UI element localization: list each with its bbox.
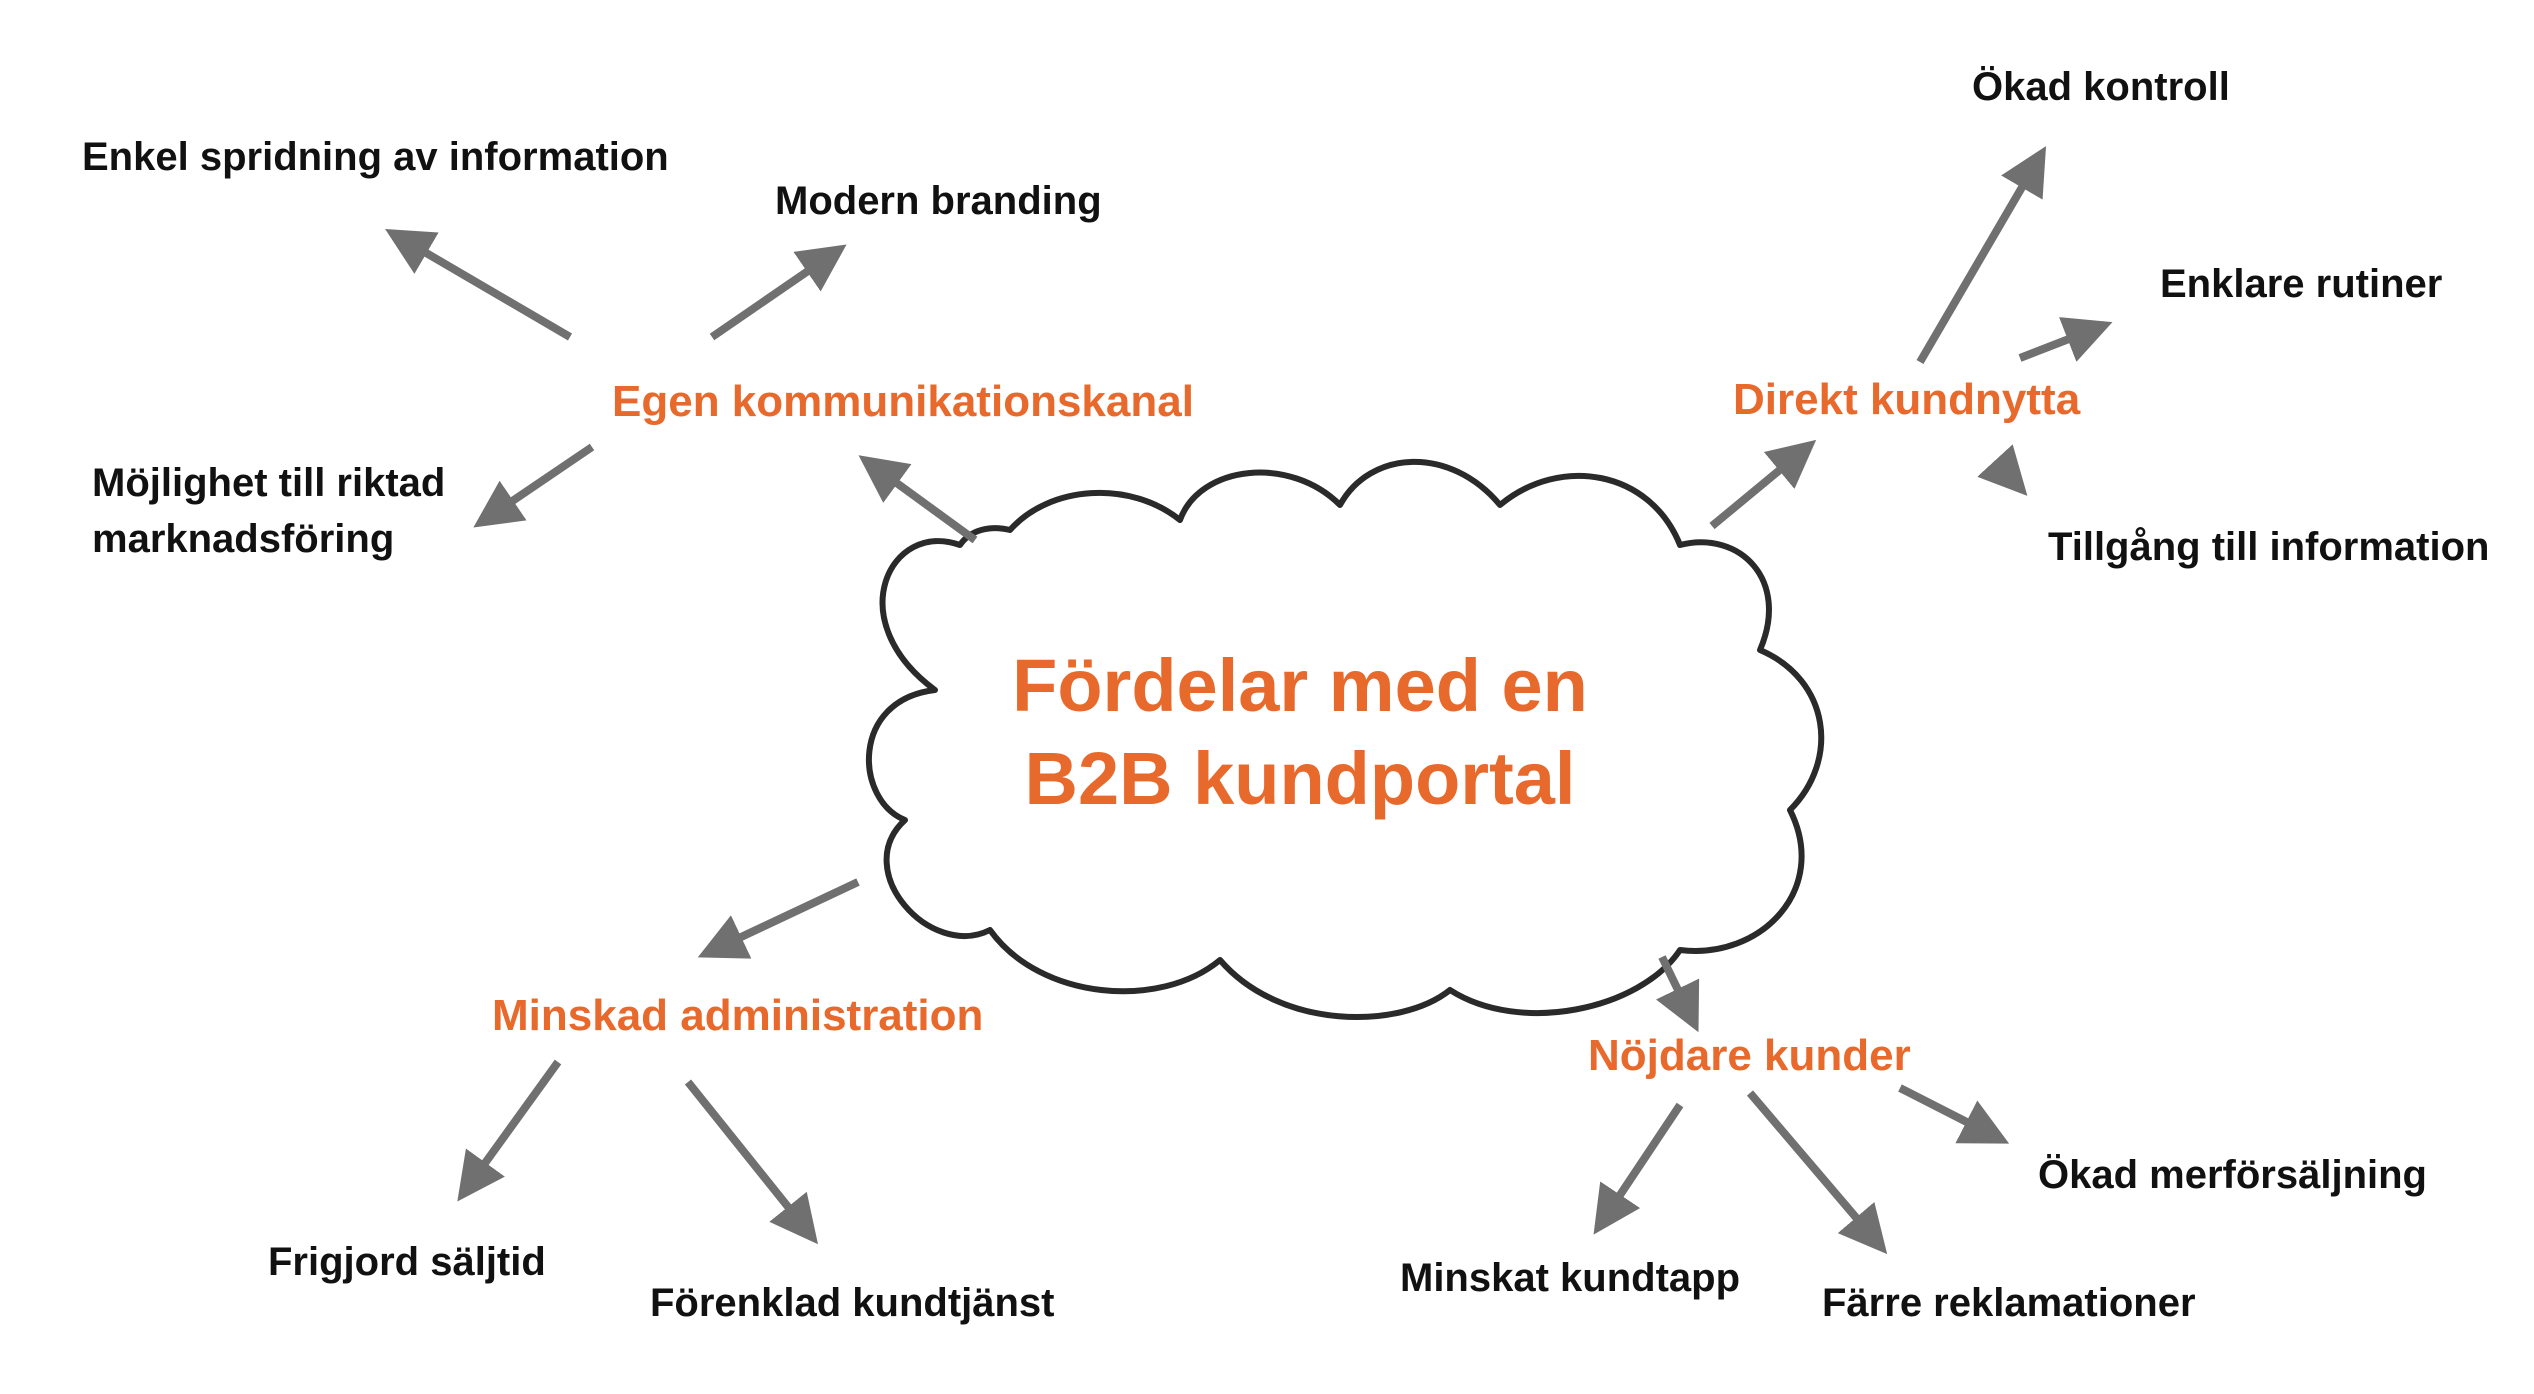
arrow-to-forenklad <box>684 1079 819 1245</box>
leaf-minskat-kundtapp: Minskat kundtapp <box>1400 1256 1741 1300</box>
arrow-to-spridning <box>385 228 573 341</box>
leaf-okad-merforsaljning: Ökad merförsäljning <box>2038 1153 2427 1197</box>
arrow-to-nojdare <box>1655 955 1700 1033</box>
center-title-line1: Fördelar med en <box>1012 644 1588 727</box>
leaf-enklare-rutiner: Enklare rutiner <box>2160 262 2443 306</box>
leaf-riktad-line1: Möjlighet till riktad <box>92 461 446 505</box>
leaf-frigjord-saljtid: Frigjord säljtid <box>268 1240 546 1284</box>
leaf-farre-reklamationer: Färre reklamationer <box>1822 1281 2196 1325</box>
branch-nojdare-kunder: Nöjdare kunder <box>1588 1031 1911 1080</box>
branch-minskad-administration: Minskad administration <box>492 991 984 1040</box>
leaf-riktad-line2: marknadsföring <box>92 517 395 561</box>
leaf-enkel-spridning: Enkel spridning av information <box>82 135 669 179</box>
branch-direkt-kundnytta: Direkt kundnytta <box>1733 375 2081 424</box>
leaf-tillgang-information: Tillgång till information <box>2048 525 2490 569</box>
cloud-shape <box>865 458 1825 1020</box>
center-title-line2: B2B kundportal <box>1024 736 1576 820</box>
arrow-to-merforsaljning <box>1898 1084 2010 1144</box>
arrow-to-egen <box>858 455 978 544</box>
arrow-to-rutiner <box>2018 317 2113 362</box>
arrow-to-reklamationer <box>1746 1090 1888 1255</box>
arrow-to-riktad <box>473 443 595 528</box>
arrow-to-minskad <box>697 878 860 959</box>
branch-egen-kommunikationskanal: Egen kommunikationskanal <box>612 377 1194 426</box>
leaf-modern-branding: Modern branding <box>775 179 1102 223</box>
arrow-to-branding <box>709 244 847 341</box>
center-title: Fördelar med en B2B kundportal <box>940 640 1660 825</box>
arrow-to-direkt <box>1709 439 1817 530</box>
leaf-okad-kontroll: Ökad kontroll <box>1972 65 2230 109</box>
arrow-to-kundtapp <box>1593 1102 1684 1235</box>
leaf-forenklad-kundtjanst: Förenklad kundtjänst <box>650 1281 1055 1325</box>
arrow-to-tillgang <box>1977 444 2028 496</box>
arrow-to-frigjord <box>457 1059 562 1202</box>
arrow-to-kontroll <box>1916 146 2047 365</box>
